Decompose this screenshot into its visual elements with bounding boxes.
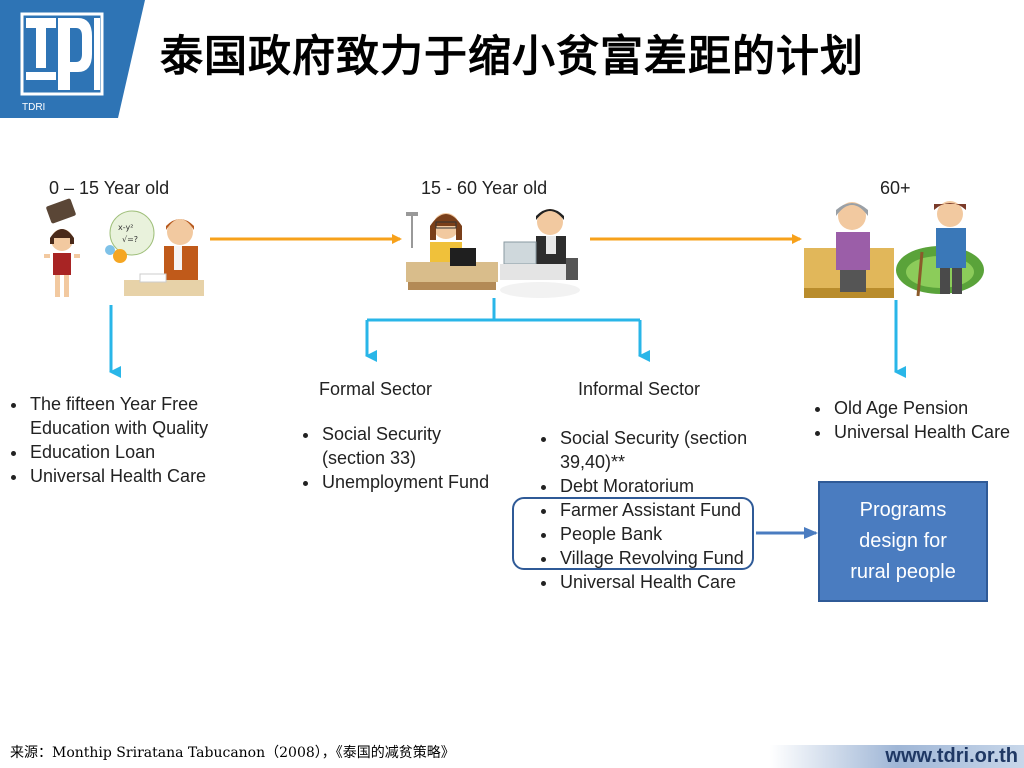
stage-label-elderly: 60+ <box>880 178 911 198</box>
list-item: Universal Health Care <box>558 570 778 594</box>
list-item: Old Age Pension <box>832 396 1024 420</box>
stage-label-working: 15 - 60 Year old <box>421 178 548 198</box>
page-title: 泰国政府致力于缩小贫富差距的计划 <box>160 32 864 82</box>
elderly-benefits-list: Old Age Pension Universal Health Care <box>810 396 1024 444</box>
list-item: Unemployment Fund <box>320 470 490 494</box>
list-item: Social Security (section 33) <box>320 422 490 470</box>
informal-sector-list: Social Security (section 39,40)** Debt M… <box>536 426 778 594</box>
list-item: Education Loan <box>28 440 258 464</box>
list-item: Farmer Assistant Fund <box>558 498 778 522</box>
list-item: Debt Moratorium <box>558 474 778 498</box>
list-item: Universal Health Care <box>28 464 258 488</box>
list-item: Village Revolving Fund <box>558 546 778 570</box>
elderly-couple-icon <box>800 192 990 307</box>
rural-programs-text: Programs design for rural people <box>850 499 956 583</box>
svg-text:x-y²: x-y² <box>118 223 133 232</box>
rural-programs-highlight <box>512 497 754 570</box>
list-item: Social Security (section 39,40)** <box>558 426 778 474</box>
children-studying-icon: x-y² √=? <box>40 198 210 308</box>
childhood-benefits-list: The fifteen Year Free Education with Qua… <box>6 392 258 488</box>
svg-text:√=?: √=? <box>122 235 138 244</box>
stage-label-child: 0 – 15 Year old <box>49 178 170 198</box>
list-item: Universal Health Care <box>832 420 1024 444</box>
tdri-logo: TDRI <box>0 0 145 118</box>
formal-sector-label: Formal Sector <box>319 379 433 399</box>
list-item: People Bank <box>558 522 778 546</box>
website-url[interactable]: www.tdri.or.th <box>885 745 1018 767</box>
formal-sector-list: Social Security (section 33) Unemploymen… <box>298 422 490 494</box>
informal-sector-label: Informal Sector <box>578 379 701 399</box>
rural-programs-box: Programs design for rural people <box>818 481 988 602</box>
source-citation: 来源：Monthip Sriratana Tabucanon（2008），《泰国… <box>10 745 455 761</box>
footer-gradient-bar <box>770 745 1024 768</box>
office-workers-icon <box>400 198 590 308</box>
logo-text: TDRI <box>22 102 45 113</box>
list-item: The fifteen Year Free Education with Qua… <box>28 392 258 440</box>
